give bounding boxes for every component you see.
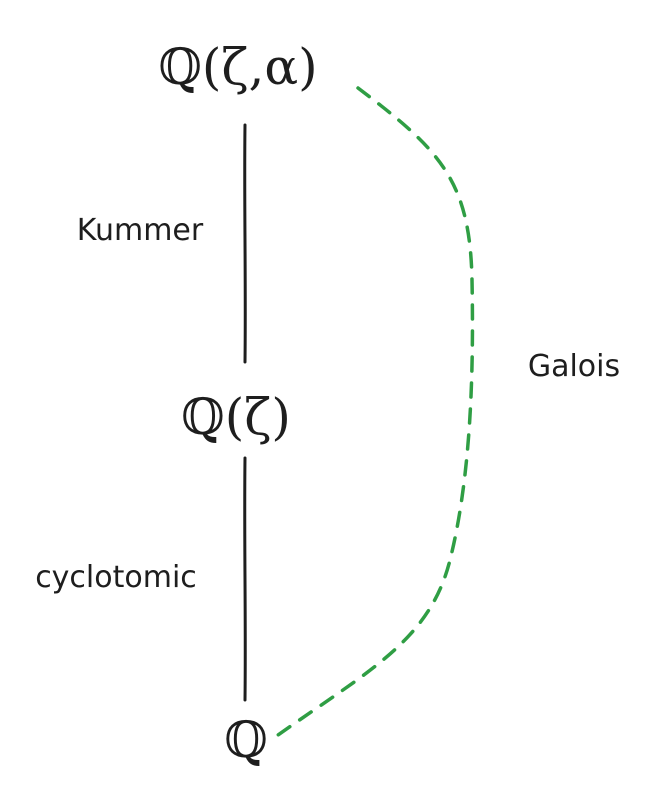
node-bottom-field: ℚ (224, 711, 268, 769)
node-middle-field: ℚ(ζ) (181, 388, 291, 446)
edge-label-galois: Galois (528, 349, 620, 384)
edge-label-kummer: Kummer (77, 213, 204, 248)
edge-kummer-line (243, 123, 247, 364)
node-top-field: ℚ(ζ,α) (158, 38, 317, 96)
edge-label-cyclotomic: cyclotomic (35, 560, 197, 595)
edge-galois-curve (276, 86, 475, 737)
edge-cyclotomic-line (243, 456, 247, 702)
